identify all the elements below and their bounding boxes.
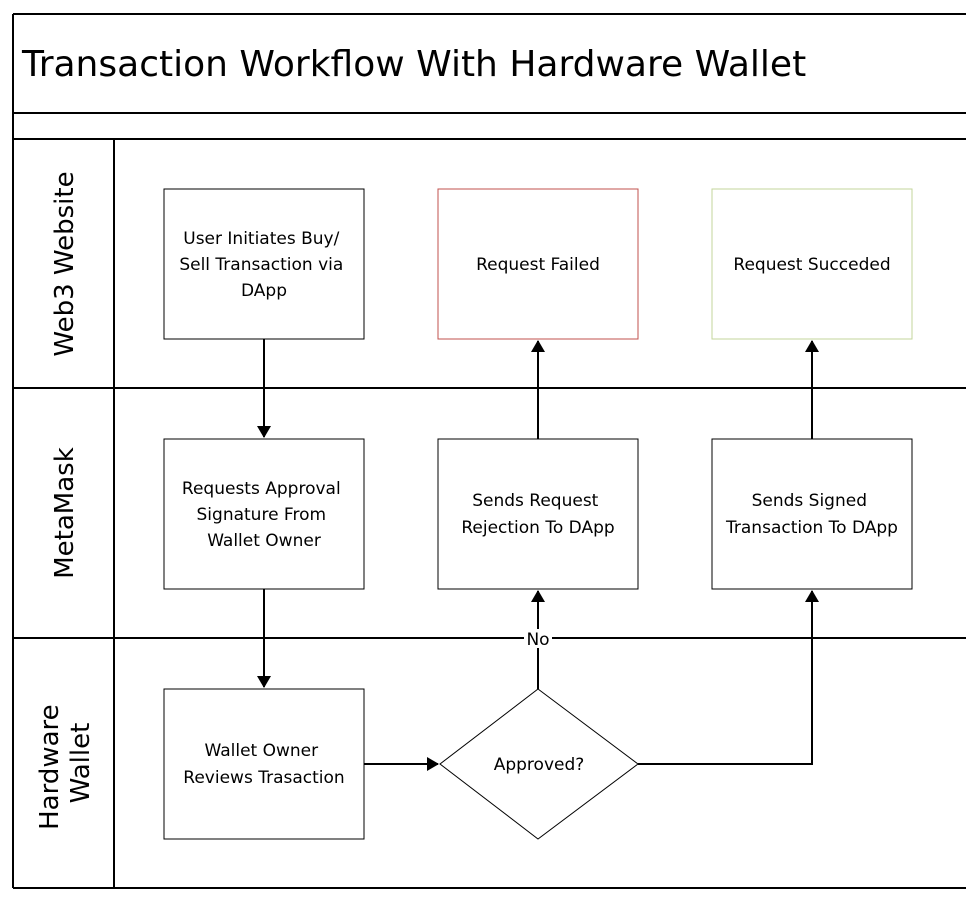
svg-text:Wallet Owner Reviews Tra: Wallet Owner Reviews Trasaction	[183, 741, 344, 788]
connectors	[257, 339, 819, 771]
diagram-title: Transaction Workflow With Hardware Walle…	[21, 44, 806, 85]
svg-text:Sends Signed Transaction: Sends Signed Transaction To DApp	[725, 491, 898, 538]
diagram-frame	[12, 13, 966, 889]
box-wallet-owner-reviews: Wallet Owner Reviews Trasaction	[163, 688, 365, 840]
lane-label-hardware-wallet: Hardware Wallet	[35, 696, 96, 830]
box-sends-signed-transaction: Sends Signed Transaction To DApp	[711, 438, 913, 590]
box-user-initiates-transaction: User Initiates Buy/ Sell Transaction via…	[163, 188, 365, 340]
svg-text:Request Failed: Request Failed	[476, 255, 600, 275]
box-requests-approval: Requests Approval Signature From Wallet …	[163, 438, 365, 590]
decision-approved: Approved?	[439, 688, 639, 840]
svg-text:Approved?: Approved?	[494, 755, 585, 775]
no-label-background	[524, 629, 552, 648]
lane-label-web3-website: Web3 Website	[50, 171, 80, 356]
svg-text:Sends Request Rejection: Sends Request Rejection To DApp	[461, 491, 614, 538]
succeeded-box-border	[711, 188, 913, 340]
svg-text:User Initiates Buy/ Sell: User Initiates Buy/ Sell Transaction via…	[179, 229, 348, 301]
svg-text:Request Succeded: Request Succeded	[733, 255, 890, 275]
box-request-succeeded: Request Succeded	[711, 188, 913, 340]
box-request-failed: Request Failed	[437, 188, 639, 340]
box-sends-request-rejection: Sends Request Rejection To DApp	[437, 438, 639, 590]
failed-box-border	[437, 188, 639, 340]
lane-label-metamask: MetaMask	[50, 447, 80, 579]
edge-label-no: No	[526, 630, 549, 650]
arrow-decision-to-signed	[638, 590, 819, 765]
svg-text:Requests Approval Signat: Requests Approval Signature From Wallet …	[182, 479, 346, 551]
